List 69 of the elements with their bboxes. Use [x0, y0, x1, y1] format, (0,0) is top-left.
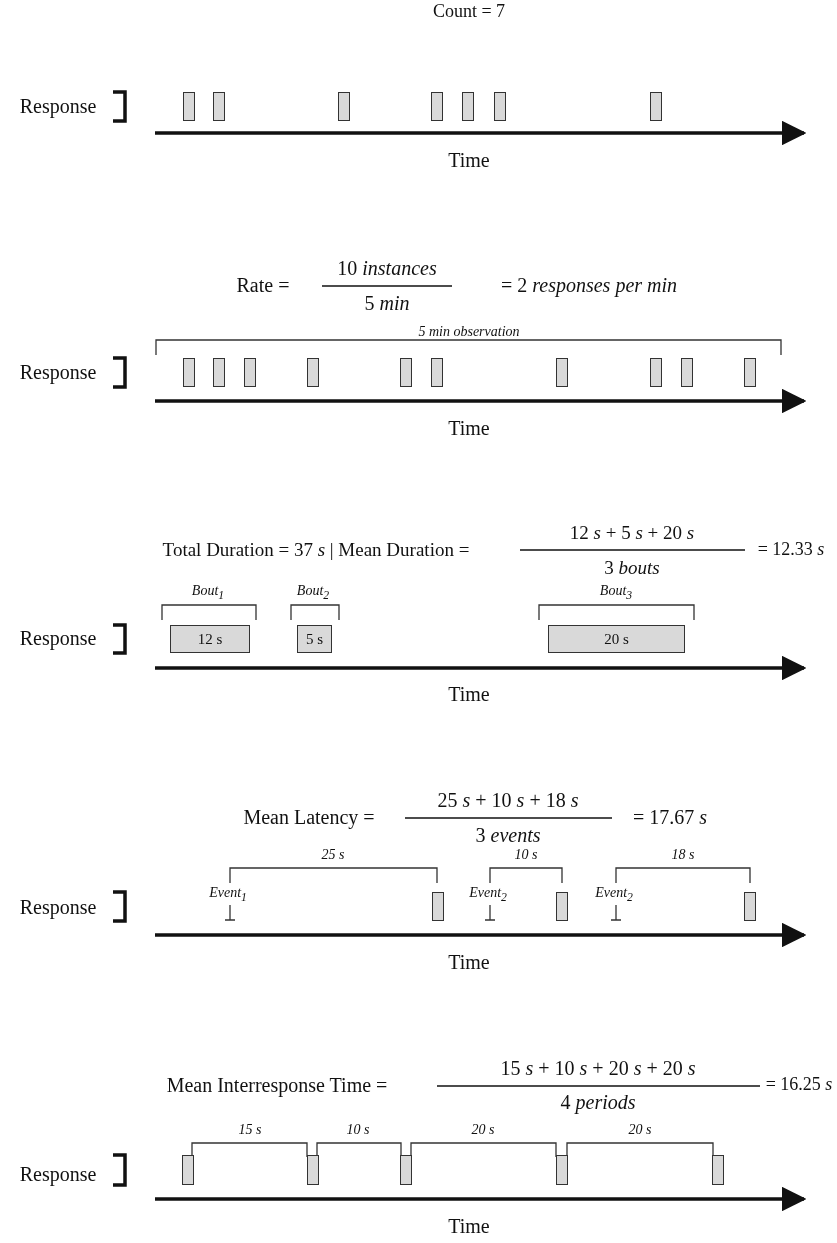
- response-bar: [744, 892, 756, 921]
- axis-label: Response: [19, 627, 97, 649]
- response-bar: [338, 92, 350, 121]
- formula-numerator: 10 instances: [337, 257, 437, 279]
- formula-denominator: 5 min: [364, 292, 410, 314]
- heading: Count = 7: [432, 2, 506, 22]
- formula-text: Mean Latency =: [243, 806, 375, 828]
- formula-numerator: 12 s + 5 s + 20 s: [569, 522, 695, 544]
- bracket-label: Bout$_{3}$: [599, 583, 633, 603]
- formula-denominator: 3 events: [475, 824, 541, 846]
- formula-text: = 2 responses per min: [500, 274, 678, 296]
- axis-label: Time: [448, 149, 490, 171]
- response-bar: [244, 358, 256, 387]
- response-bar: [650, 358, 662, 387]
- response-bar: [556, 892, 568, 921]
- response-bar: [712, 1155, 724, 1185]
- response-bar: [431, 358, 443, 387]
- response-bar: [400, 358, 412, 387]
- axis-label: Time: [448, 417, 490, 439]
- formula-text: = 16.25 s: [765, 1075, 833, 1095]
- bracket-label: 20 s: [628, 1122, 652, 1138]
- axis-label: Response: [19, 896, 97, 918]
- bracket-label: 18 s: [671, 847, 695, 863]
- axis-label: Response: [19, 95, 97, 117]
- axis-label: Response: [19, 1163, 97, 1185]
- bracket-label: Event$_{2}$: [595, 885, 633, 905]
- formula-text: Total Duration = 37 s | Mean Duration =: [162, 539, 470, 561]
- response-bar: [183, 92, 195, 121]
- response-bar: [650, 92, 662, 121]
- formula-denominator: 4 periods: [560, 1091, 636, 1113]
- bracket-label: 10 s: [346, 1122, 370, 1138]
- duration-bar: 20 s: [548, 625, 685, 653]
- response-bar: [494, 92, 506, 121]
- formula-denominator: 3 bouts: [604, 557, 660, 579]
- response-bar: [400, 1155, 412, 1185]
- formula-text: Rate =: [236, 274, 290, 296]
- bracket-label: 25 s: [321, 847, 345, 863]
- bracket-label: 10 s: [514, 847, 538, 863]
- formula-text: = 12.33 s: [757, 540, 825, 560]
- response-bar: [556, 358, 568, 387]
- formula-numerator: 25 s + 10 s + 18 s: [437, 789, 579, 811]
- response-bar: [307, 1155, 319, 1185]
- response-bar: [307, 358, 319, 387]
- duration-bar: 12 s: [170, 625, 250, 653]
- bracket-label: Event$_{1}$: [209, 885, 247, 905]
- axis-label: Time: [448, 1215, 490, 1237]
- bracket-label: 5 min observation: [418, 324, 520, 340]
- response-bar: [213, 358, 225, 387]
- axis-label: Response: [19, 361, 97, 383]
- response-bar: [432, 892, 444, 921]
- bracket-label: Event$_{2}$: [469, 885, 507, 905]
- formula-text: Mean Interresponse Time =: [166, 1074, 388, 1096]
- response-bar: [183, 358, 195, 387]
- response-bar: [182, 1155, 194, 1185]
- duration-bar: 5 s: [297, 625, 332, 653]
- bracket-label: Bout$_{2}$: [296, 583, 330, 603]
- response-bar: [462, 92, 474, 121]
- formula-text: = 17.67 s: [632, 806, 708, 828]
- axis-label: Time: [448, 683, 490, 705]
- response-bar: [681, 358, 693, 387]
- bracket-label: Bout$_{1}$: [191, 583, 225, 603]
- formula-numerator: 15 s + 10 s + 20 s + 20 s: [500, 1057, 696, 1079]
- response-bar: [213, 92, 225, 121]
- bracket-label: 15 s: [238, 1122, 262, 1138]
- bracket-label: 20 s: [471, 1122, 495, 1138]
- axis-label: Time: [448, 951, 490, 973]
- response-bar: [431, 92, 443, 121]
- response-bar: [556, 1155, 568, 1185]
- response-bar: [744, 358, 756, 387]
